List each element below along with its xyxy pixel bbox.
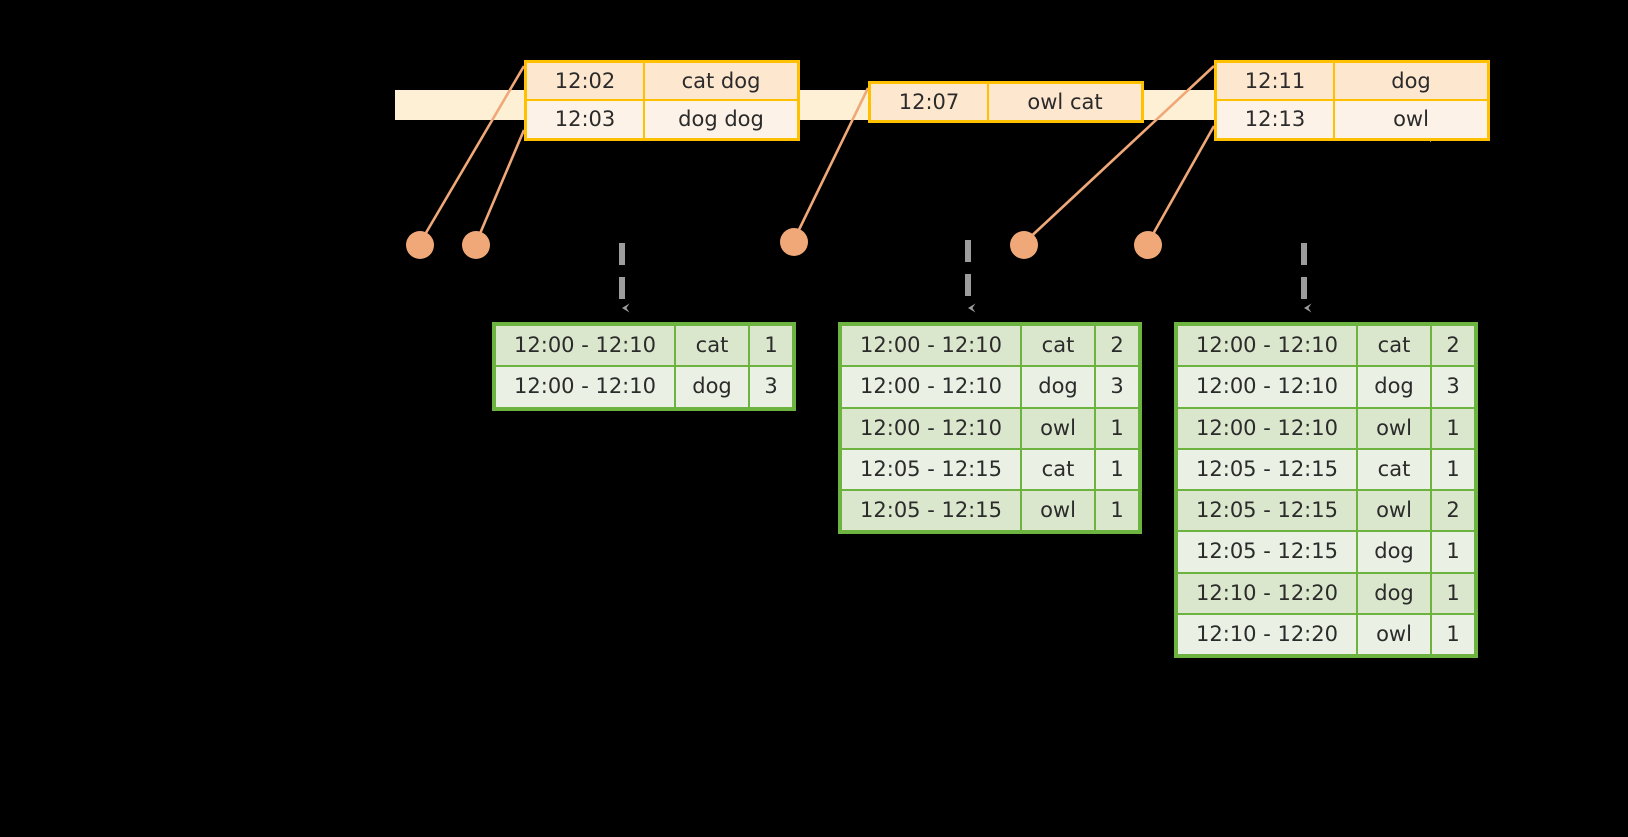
event-time: 12:03 — [526, 100, 644, 139]
result-window: 12:00 - 12:10 — [1177, 325, 1357, 367]
result-count: 1 — [1095, 407, 1139, 449]
result-key: cat — [675, 325, 749, 367]
result-count: 2 — [1431, 325, 1475, 367]
result-key: owl — [1021, 407, 1095, 449]
event-group-2[interactable]: 12:07 owl cat — [868, 81, 1144, 124]
event-row: 12:13 owl — [1216, 100, 1488, 139]
event-row: 12:03 dog dog — [526, 100, 798, 139]
result-window: 12:05 - 12:15 — [841, 490, 1021, 532]
result-key: owl — [1357, 614, 1431, 656]
result-key: owl — [1357, 407, 1431, 449]
result-key: dog — [675, 366, 749, 408]
result-window: 12:05 - 12:15 — [841, 448, 1021, 491]
result-count: 1 — [1431, 531, 1475, 573]
result-count: 1 — [1095, 490, 1139, 532]
table-row: 12:00 - 12:10 cat 2 — [841, 325, 1139, 367]
result-count: 1 — [1431, 572, 1475, 615]
result-count: 1 — [1431, 407, 1475, 449]
result-key: dog — [1357, 531, 1431, 573]
event-time: 12:02 — [526, 62, 644, 101]
table-row: 12:05 - 12:15 cat 1 — [841, 448, 1139, 491]
event-words: dog — [1334, 62, 1488, 101]
result-window: 12:10 - 12:20 — [1177, 572, 1357, 615]
table-row: 12:00 - 12:10 dog 3 — [841, 366, 1139, 408]
event-words: dog dog — [644, 100, 798, 139]
table-row: 12:00 - 12:10 dog 3 — [495, 366, 793, 408]
event-words: owl — [1334, 100, 1488, 139]
result-window: 12:00 - 12:10 — [1177, 366, 1357, 408]
result-count: 1 — [749, 325, 793, 367]
result-table-3[interactable]: 12:00 - 12:10 cat 2 12:00 - 12:10 dog 3 … — [1174, 322, 1478, 659]
event-row: 12:07 owl cat — [870, 83, 1142, 122]
event-dot-12-13 — [1134, 231, 1162, 259]
event-group-3[interactable]: 12:11 dog 12:13 owl — [1214, 60, 1490, 141]
result-count: 3 — [749, 366, 793, 408]
event-row: 12:02 cat dog — [526, 62, 798, 101]
result-window: 12:05 - 12:15 — [1177, 531, 1357, 573]
result-key: dog — [1021, 366, 1095, 408]
table-row: 12:00 - 12:10 dog 3 — [1177, 366, 1475, 408]
result-window: 12:00 - 12:10 — [841, 325, 1021, 367]
result-count: 1 — [1095, 448, 1139, 491]
table-row: 12:05 - 12:15 dog 1 — [1177, 531, 1475, 573]
result-count: 1 — [1431, 448, 1475, 491]
result-count: 3 — [1095, 366, 1139, 408]
event-words: cat dog — [644, 62, 798, 101]
table-row: 12:05 - 12:15 cat 1 — [1177, 448, 1475, 491]
event-dot-12-11 — [1010, 231, 1038, 259]
event-time: 12:11 — [1216, 62, 1334, 101]
result-window: 12:05 - 12:15 — [1177, 490, 1357, 532]
table-row: 12:00 - 12:10 owl 1 — [1177, 407, 1475, 449]
result-count: 2 — [1431, 490, 1475, 532]
table-row: 12:00 - 12:10 owl 1 — [841, 407, 1139, 449]
result-window: 12:05 - 12:15 — [1177, 448, 1357, 491]
result-window: 12:10 - 12:20 — [1177, 614, 1357, 656]
event-dots — [406, 228, 1162, 259]
table-row: 12:10 - 12:20 dog 1 — [1177, 572, 1475, 615]
table-row: 12:05 - 12:15 owl 2 — [1177, 490, 1475, 532]
result-key: cat — [1357, 448, 1431, 491]
result-key: cat — [1021, 325, 1095, 367]
result-key: owl — [1021, 490, 1095, 532]
event-dot-12-07 — [780, 228, 808, 256]
table-row: 12:00 - 12:10 cat 1 — [495, 325, 793, 367]
result-key: dog — [1357, 366, 1431, 408]
result-window: 12:00 - 12:10 — [841, 366, 1021, 408]
result-key: cat — [1357, 325, 1431, 367]
result-count: 1 — [1431, 614, 1475, 656]
result-key: cat — [1021, 448, 1095, 491]
table-row: 12:10 - 12:20 owl 1 — [1177, 614, 1475, 656]
event-row: 12:11 dog — [1216, 62, 1488, 101]
result-key: dog — [1357, 572, 1431, 615]
event-dot-12-02 — [406, 231, 434, 259]
event-time: 12:13 — [1216, 100, 1334, 139]
table-row: 12:00 - 12:10 cat 2 — [1177, 325, 1475, 367]
event-group-1[interactable]: 12:02 cat dog 12:03 dog dog — [524, 60, 800, 141]
result-window: 12:00 - 12:10 — [1177, 407, 1357, 449]
trigger-arrows — [619, 240, 1312, 313]
result-count: 2 — [1095, 325, 1139, 367]
result-window: 12:00 - 12:10 — [495, 366, 675, 408]
result-window: 12:00 - 12:10 — [841, 407, 1021, 449]
event-words: owl cat — [988, 83, 1142, 122]
event-dot-12-03 — [462, 231, 490, 259]
table-row: 12:05 - 12:15 owl 1 — [841, 490, 1139, 532]
event-time: 12:07 — [870, 83, 988, 122]
result-table-2[interactable]: 12:00 - 12:10 cat 2 12:00 - 12:10 dog 3 … — [838, 322, 1142, 535]
result-window: 12:00 - 12:10 — [495, 325, 675, 367]
result-table-1[interactable]: 12:00 - 12:10 cat 1 12:00 - 12:10 dog 3 — [492, 322, 796, 411]
result-count: 3 — [1431, 366, 1475, 408]
result-key: owl — [1357, 490, 1431, 532]
